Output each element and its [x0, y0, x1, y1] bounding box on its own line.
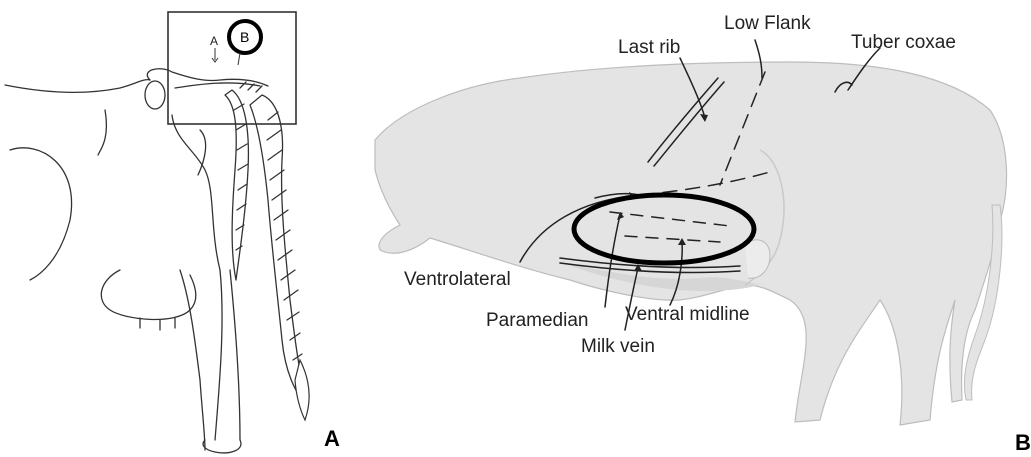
cow-body-silhouette: [375, 62, 1007, 425]
panel-b-letter: B: [1015, 432, 1031, 454]
label-milk-vein: Milk vein: [581, 337, 655, 356]
label-last-rib: Last rib: [618, 38, 680, 57]
label-ventral-midline: Ventral midline: [625, 305, 750, 324]
label-ventrolateral: Ventrolateral: [404, 270, 511, 289]
label-tuber-coxae: Tuber coxae: [851, 33, 956, 52]
label-low-flank: Low Flank: [724, 14, 811, 33]
label-paramedian: Paramedian: [486, 311, 588, 330]
